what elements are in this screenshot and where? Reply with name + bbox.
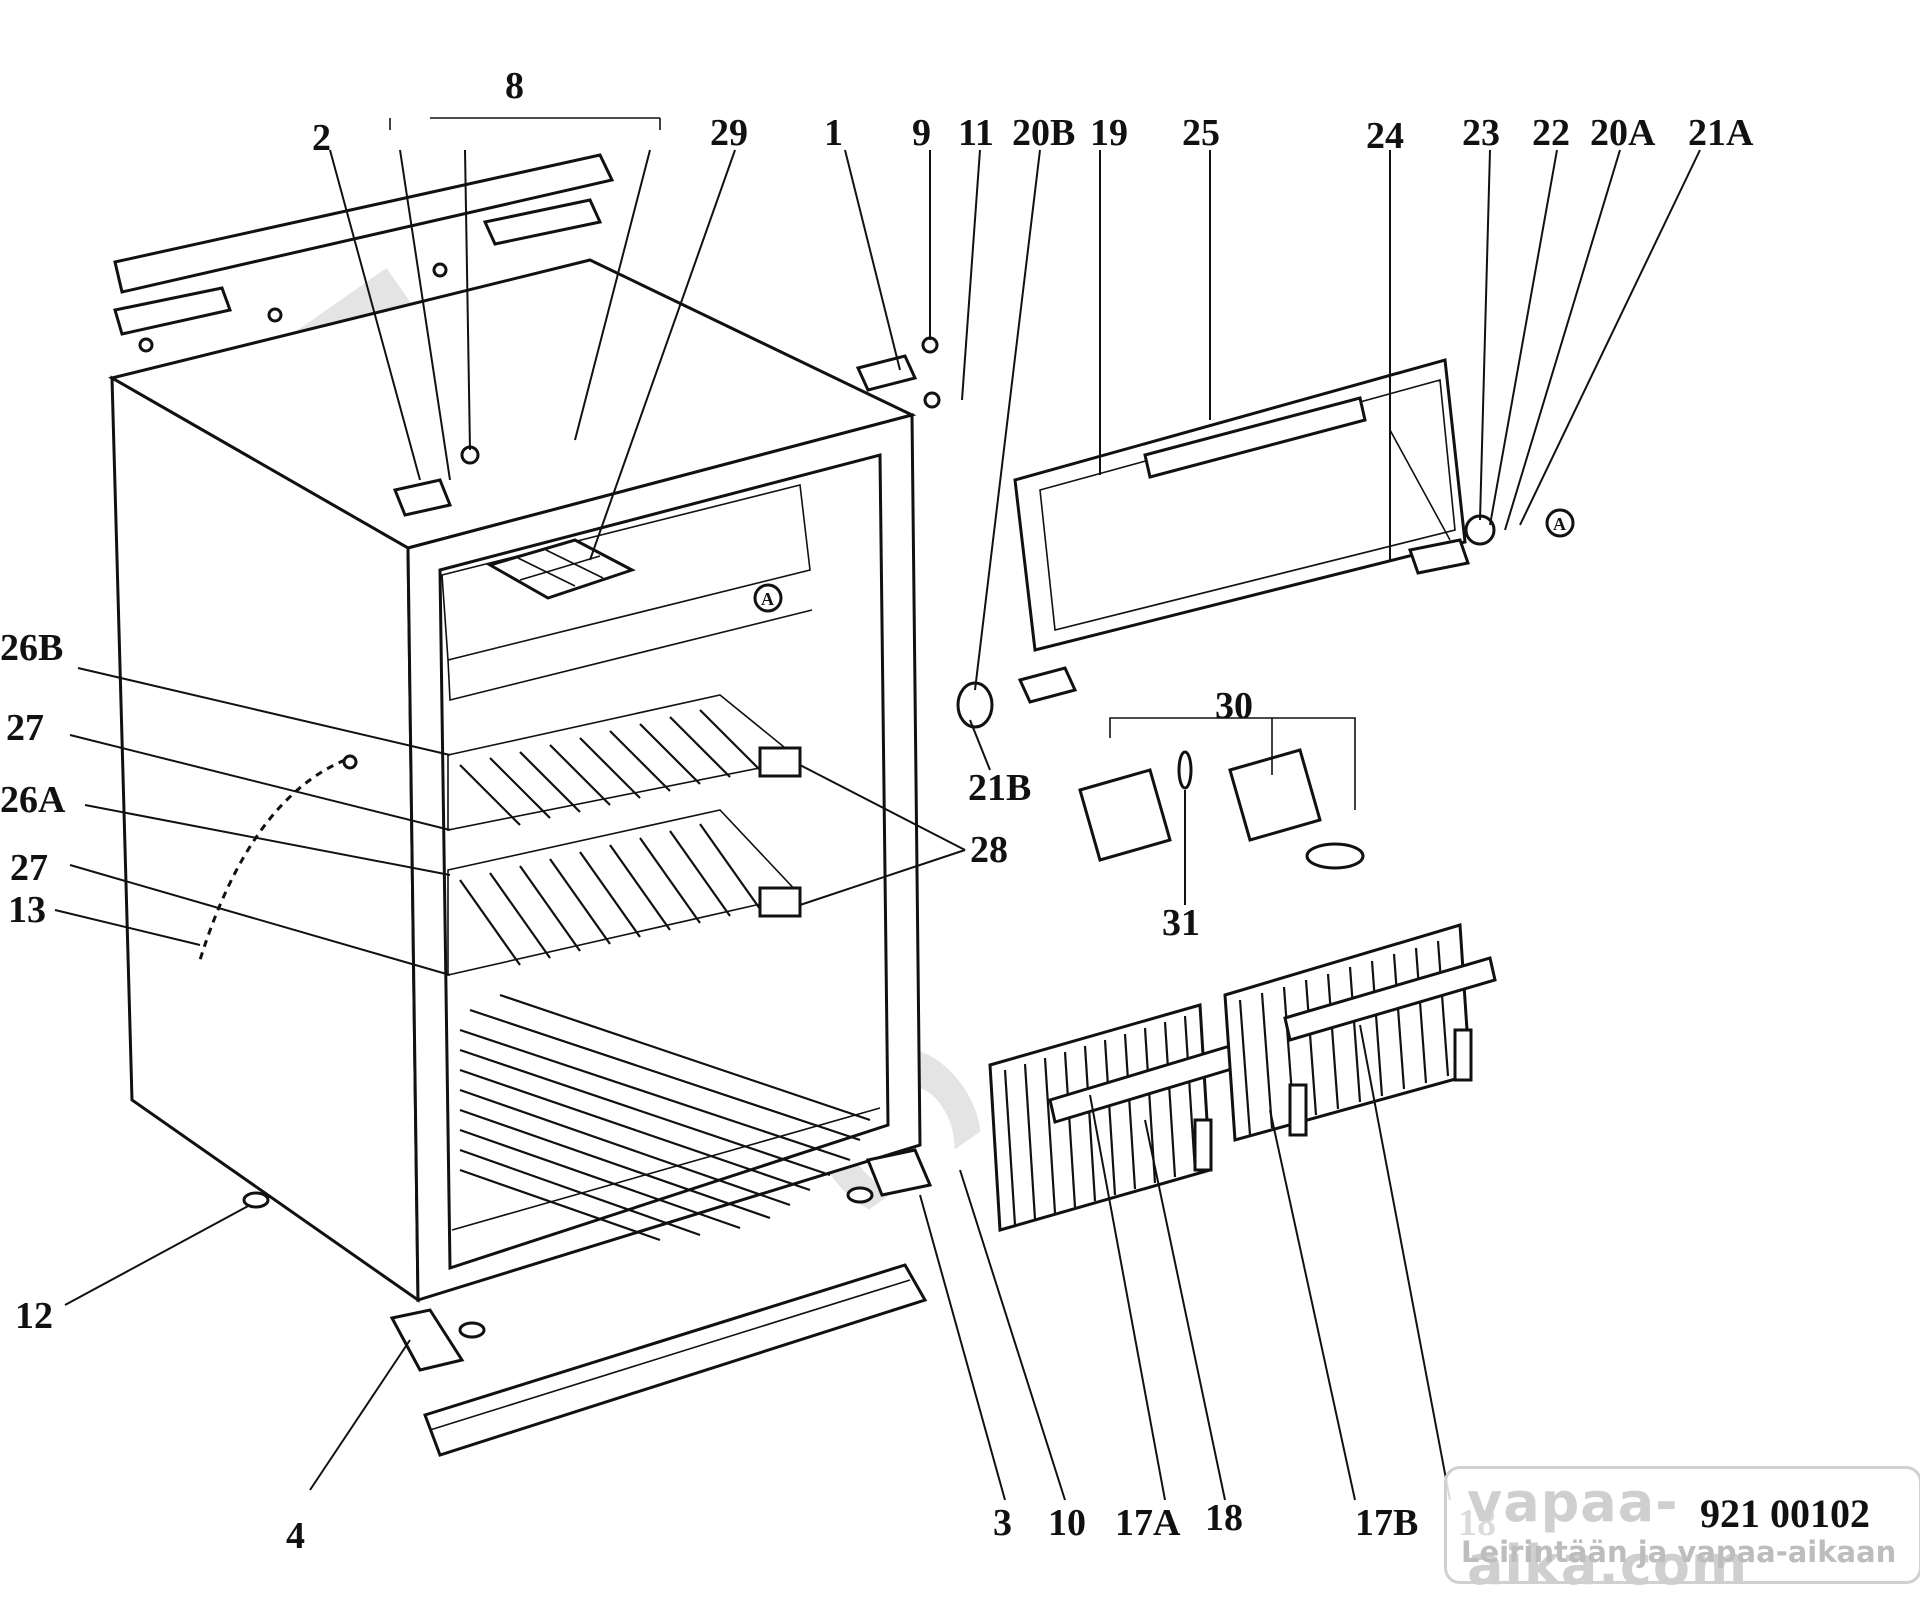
door-lock bbox=[956, 666, 1078, 729]
callout-25: 25 bbox=[1182, 112, 1220, 154]
callout-20B: 20B bbox=[1012, 112, 1075, 154]
callout-20A: 20A bbox=[1590, 112, 1656, 154]
thermostat-knob bbox=[1305, 842, 1365, 870]
callout-31: 31 bbox=[1162, 902, 1200, 944]
callout-27-lower: 27 bbox=[10, 847, 48, 889]
callout-2: 2 bbox=[312, 117, 331, 159]
marker-A-circle-left bbox=[753, 583, 783, 613]
grille-latch-17B bbox=[1288, 1083, 1308, 1137]
screw bbox=[432, 262, 448, 278]
drawing-reference-code: 921 00102 bbox=[1700, 1491, 1870, 1536]
callout-3: 3 bbox=[993, 1502, 1012, 1544]
door-handle bbox=[1143, 396, 1367, 479]
callout-30: 30 bbox=[1215, 685, 1253, 727]
top-hinge-left bbox=[392, 478, 453, 517]
foot-left bbox=[242, 1191, 270, 1209]
marker-A-right: A bbox=[1553, 514, 1566, 534]
drain-outlet bbox=[342, 754, 358, 770]
screw bbox=[138, 337, 154, 353]
screw bbox=[267, 307, 283, 323]
callout-10: 10 bbox=[1048, 1502, 1086, 1544]
callout-4: 4 bbox=[286, 1515, 305, 1557]
door-hinge-pin bbox=[1464, 514, 1496, 546]
bulb bbox=[1177, 750, 1193, 790]
bottom-hinge-left bbox=[389, 1308, 465, 1372]
shelf-clip-lower bbox=[758, 886, 802, 918]
callout-21B: 21B bbox=[968, 767, 1031, 809]
door-hinge-bracket bbox=[1408, 538, 1470, 575]
freezer-compartment bbox=[441, 484, 811, 662]
thermostat-housing bbox=[1228, 748, 1322, 842]
callout-11: 11 bbox=[958, 112, 994, 154]
callout-13: 13 bbox=[8, 889, 46, 931]
top-hinge-right bbox=[855, 354, 918, 392]
callout-17A: 17A bbox=[1115, 1502, 1181, 1544]
callout-22: 22 bbox=[1532, 112, 1570, 154]
callout-19: 19 bbox=[1090, 112, 1128, 154]
bottom-plinth-rail bbox=[423, 1263, 928, 1457]
light-housing bbox=[1078, 768, 1172, 862]
grille-bar-17B bbox=[1283, 956, 1497, 1042]
callout-17B: 17B bbox=[1355, 1502, 1418, 1544]
drain-tube bbox=[198, 758, 346, 961]
callout-27-upper: 27 bbox=[6, 707, 44, 749]
callout-23: 23 bbox=[1462, 112, 1500, 154]
vent-grille-17B bbox=[1223, 923, 1497, 1142]
cabinet-opening bbox=[438, 453, 890, 1271]
bottom-floor-slats bbox=[459, 993, 871, 1242]
thermostat-light-assembly bbox=[1078, 717, 1365, 870]
callout-29: 29 bbox=[710, 112, 748, 154]
shelf-clip-upper bbox=[758, 746, 802, 778]
grille-latch-17B-right bbox=[1453, 1028, 1473, 1082]
screw bbox=[921, 336, 939, 354]
seal-pad-left bbox=[113, 286, 232, 336]
callout-12: 12 bbox=[15, 1295, 53, 1337]
top-trim-strip bbox=[113, 117, 661, 336]
foot-right bbox=[846, 1186, 874, 1204]
screw bbox=[923, 391, 941, 409]
seal-pad-right bbox=[482, 198, 603, 246]
grille-latch-17A bbox=[1193, 1118, 1213, 1172]
leader-lines bbox=[54, 149, 1701, 1501]
cabinet-floor-edge bbox=[451, 1107, 881, 1231]
freezer-lower-edge bbox=[447, 609, 813, 702]
door-panel bbox=[753, 358, 1575, 652]
callout-26B: 26B bbox=[0, 627, 63, 669]
callout-9: 9 bbox=[912, 112, 931, 154]
callout-18-left: 18 bbox=[1205, 1497, 1243, 1539]
vent-grille-17A bbox=[988, 1003, 1257, 1232]
marker-A-left: A bbox=[761, 589, 774, 609]
callout-1: 1 bbox=[824, 112, 843, 154]
callout-28: 28 bbox=[970, 829, 1008, 871]
foot-front bbox=[458, 1321, 486, 1339]
site-tagline: Leirintään ja vapaa-aikaan bbox=[1461, 1535, 1897, 1569]
marker-A-circle-right bbox=[1545, 508, 1575, 538]
bottom-hinge-right bbox=[865, 1148, 933, 1197]
callout-26A: 26A bbox=[0, 779, 66, 821]
callout-21A: 21A bbox=[1688, 112, 1754, 154]
ice-tray bbox=[486, 538, 636, 600]
callout-24: 24 bbox=[1366, 115, 1404, 157]
callout-8: 8 bbox=[505, 65, 524, 107]
